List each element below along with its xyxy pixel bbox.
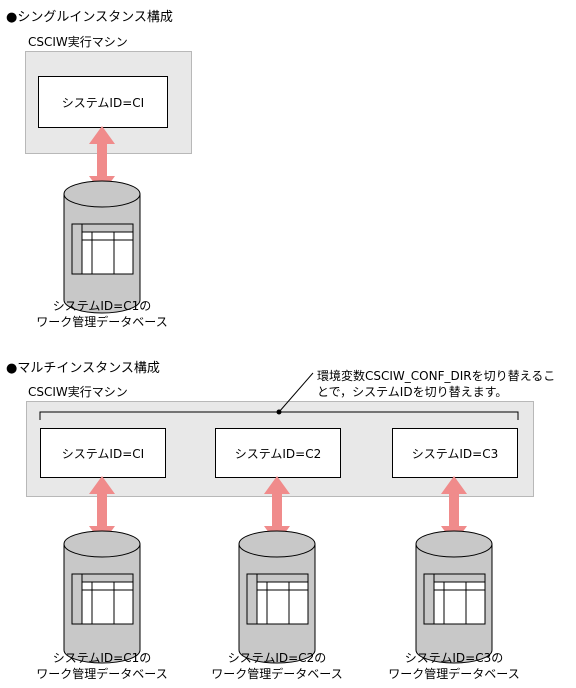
multi-system-box-c1: システムID=CI [40,428,166,478]
multi-system-box-c3: システムID=C3 [392,428,518,478]
multi-db-caption-c3-line2: ワーク管理データベース [388,667,520,681]
multi-db-caption-c1-line1: システムID=C1の [52,651,152,665]
multi-system-label-c2: システムID=C2 [234,446,322,461]
multi-db-caption-c2: システムID=C2の ワーク管理データベース [197,650,357,682]
callout-note-line1: 環境変数CSCIW_CONF_DIRを切り替えるこ [317,369,556,383]
multi-instance-heading: ●マルチインスタンス構成 [6,361,160,376]
single-system-label: システムID=CI [61,95,145,110]
multi-machine-label: CSCIW実行マシン [28,385,128,399]
single-db-caption: システムID=C1の ワーク管理データベース [22,298,182,330]
single-db-caption-line1: システムID=C1の [52,299,152,313]
single-system-box: システムID=CI [38,76,168,128]
multi-system-label-c1: システムID=CI [61,446,145,461]
single-instance-heading: ●シングルインスタンス構成 [6,10,173,25]
callout-leader-line [278,372,314,413]
single-db-caption-line2: ワーク管理データベース [36,315,168,329]
multi-db-caption-c2-line2: ワーク管理データベース [211,667,343,681]
multi-database-c1 [63,530,141,664]
multi-system-box-c2: システムID=C2 [215,428,341,478]
multi-db-caption-c3: システムID=C3の ワーク管理データベース [374,650,534,682]
single-database-cylinder [63,180,141,314]
multi-db-caption-c2-line1: システムID=C2の [227,651,327,665]
multi-db-caption-c1: システムID=C1の ワーク管理データベース [22,650,182,682]
multi-db-caption-c3-line1: システムID=C3の [404,651,504,665]
multi-database-c3 [415,530,493,664]
multi-database-c2 [238,530,316,664]
multi-db-caption-c1-line2: ワーク管理データベース [36,667,168,681]
callout-note-line2: とで，システムIDを切り替えます。 [317,385,508,399]
multi-system-label-c3: システムID=C3 [411,446,499,461]
single-machine-label: CSCIW実行マシン [28,35,128,49]
callout-leader-dot [276,409,282,415]
